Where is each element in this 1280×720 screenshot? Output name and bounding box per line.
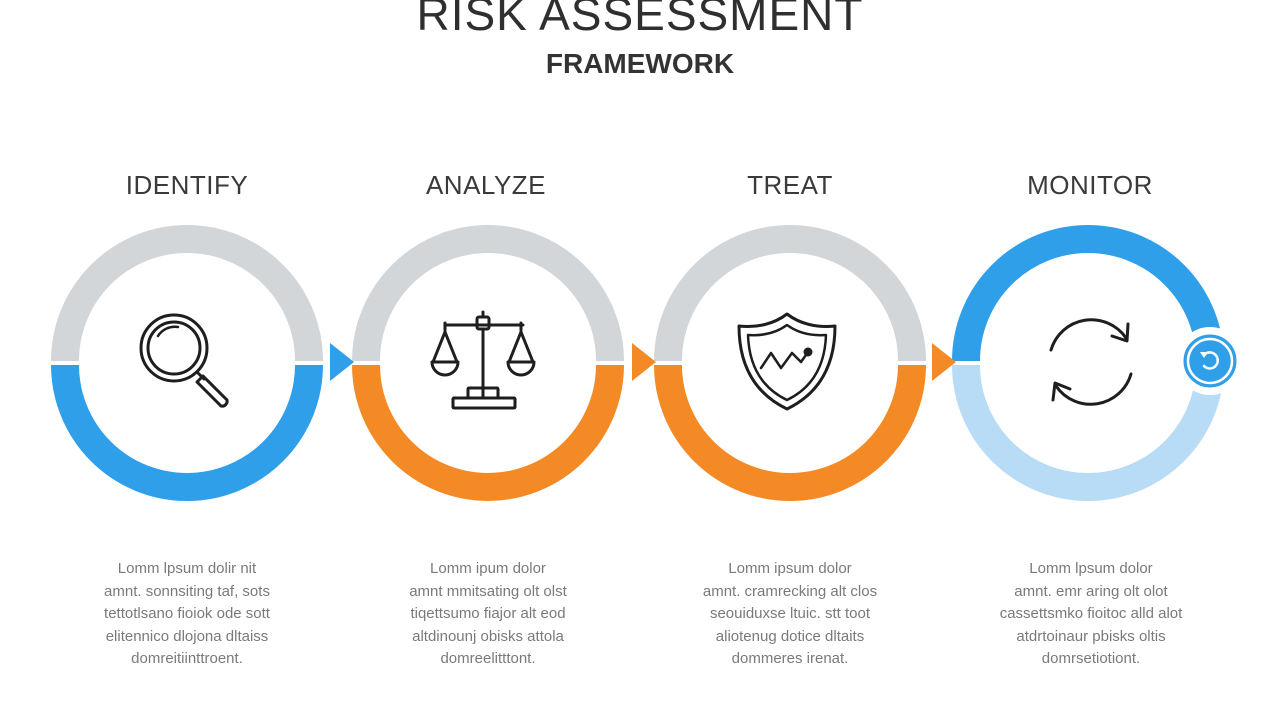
magnifier-icon [139, 313, 229, 408]
scales-icon [430, 310, 536, 410]
shield-icon [737, 312, 837, 411]
step-label-monitor: MONITOR [1027, 170, 1153, 200]
step-ring-treat [654, 225, 926, 501]
step-ring-identify [51, 225, 323, 501]
page-title: RISK ASSESSMENT [416, 0, 864, 40]
step-description-treat: Lomm ipsum dolor amnt. cramrecking alt c… [702, 560, 878, 667]
step-description-identify: Lomm lpsum dolir nit amnt. sonnsiting ta… [104, 560, 270, 667]
refresh-icon [1049, 318, 1133, 406]
step-ring-monitor [952, 225, 1224, 501]
step-label-analyze: ANALYZE [425, 170, 547, 200]
arrow-connector-3 [932, 343, 956, 381]
step-label-treat: TREAT [747, 170, 833, 200]
step-label-identify: IDENTIFY [125, 170, 249, 200]
arrow-connector-1 [330, 343, 354, 381]
step-description-monitor: Lomm lpsum dolor amnt. emr aring olt olo… [999, 560, 1183, 667]
page-subtitle: FRAMEWORK [545, 48, 735, 79]
arrow-connector-2 [632, 343, 656, 381]
sync-badge-icon [1176, 327, 1244, 395]
step-ring-analyze [352, 225, 624, 501]
step-description-analyze: Lomm ipum dolor amnt mmitsating olt olst… [409, 560, 567, 667]
